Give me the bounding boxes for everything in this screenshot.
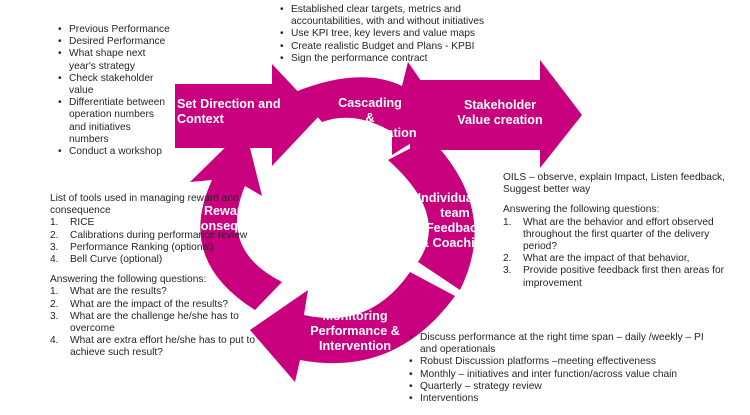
feedback-questions-title: Answering the following questions: [503, 204, 660, 216]
list-item: Discuss performance at the right time sp… [409, 332, 709, 356]
list-item: 4.Bell Curve (optional) [50, 254, 163, 266]
list-item: Differentiate between operation numbers … [58, 97, 170, 146]
list-item: What shape next year's strategy [58, 48, 170, 72]
list-item: 2.Calibrations during performance review [50, 229, 248, 241]
feedback-intro: OILS – observe, explain Impact, Listen f… [503, 172, 725, 196]
stage-label-reward: Reward &Consequence [191, 204, 275, 233]
stage-label-cascading: Cascading&Implementation [323, 96, 417, 140]
list-item: 3.What are the challenge he/she has to o… [50, 310, 239, 335]
list-item: Monthly – initiatives and inter function… [409, 369, 709, 381]
set-direction-arrow [175, 64, 320, 166]
monitoring-arc [250, 272, 455, 382]
list-item: Established clear targets, metrics and a… [280, 4, 500, 28]
list-item: 4.What are extra effort he/she has to pu… [50, 335, 255, 359]
list-item: Interventions [409, 393, 709, 405]
set-direction-list: Previous PerformanceDesired PerformanceW… [58, 24, 170, 158]
list-item: Use KPI tree, key levers and value maps [280, 28, 500, 40]
list-item: 1.What are the results? [50, 286, 167, 298]
reward-questions-list: 1.What are the results?2.What are the im… [50, 286, 272, 359]
list-item: 2.What are the impact of that behavior, [503, 253, 690, 265]
list-item: 2.What are the impact of the results? [50, 298, 228, 310]
list-item: Create realistic Budget and Plans - KPBI [280, 41, 500, 53]
list-item: Robust Discussion platforms –meeting eff… [409, 356, 709, 368]
list-item: Desired Performance [58, 36, 170, 48]
list-item: 3.Provide positive feedback first then a… [503, 265, 725, 289]
reward-notes: List of tools used in managing reward an… [50, 193, 272, 360]
list-item: Previous Performance [58, 24, 170, 36]
cascading-list: Established clear targets, metrics and a… [280, 4, 500, 65]
list-item: Sign the performance contract [280, 53, 500, 65]
feedback-questions-list: 1.What are the behavior and effort obser… [503, 217, 731, 290]
list-item: Check stakeholder value [58, 73, 170, 97]
list-item: Quarterly – strategy review [409, 381, 709, 393]
stakeholder-value-arrow [410, 60, 582, 168]
set-direction-notes: Previous PerformanceDesired PerformanceW… [58, 24, 170, 158]
feedback-notes: OILS – observe, explain Impact, Listen f… [503, 172, 731, 290]
reward-questions-title: Answering the following questions: [50, 274, 207, 286]
list-item: 3.Performance Ranking (optional) [50, 241, 214, 253]
cascading-arc [295, 62, 448, 155]
reward-arc [190, 128, 282, 310]
reward-tools-title: List of tools used in managing reward an… [50, 193, 239, 217]
monitoring-notes: Discuss performance at the right time sp… [409, 332, 709, 405]
list-item: Conduct a workshop [58, 146, 170, 158]
feedback-arc [388, 138, 475, 290]
monitoring-list: Discuss performance at the right time sp… [409, 332, 709, 405]
cascading-notes: Established clear targets, metrics and a… [280, 4, 500, 65]
list-item: 1.RICE [50, 217, 95, 229]
list-item: 1.What are the behavior and effort obser… [503, 216, 714, 253]
